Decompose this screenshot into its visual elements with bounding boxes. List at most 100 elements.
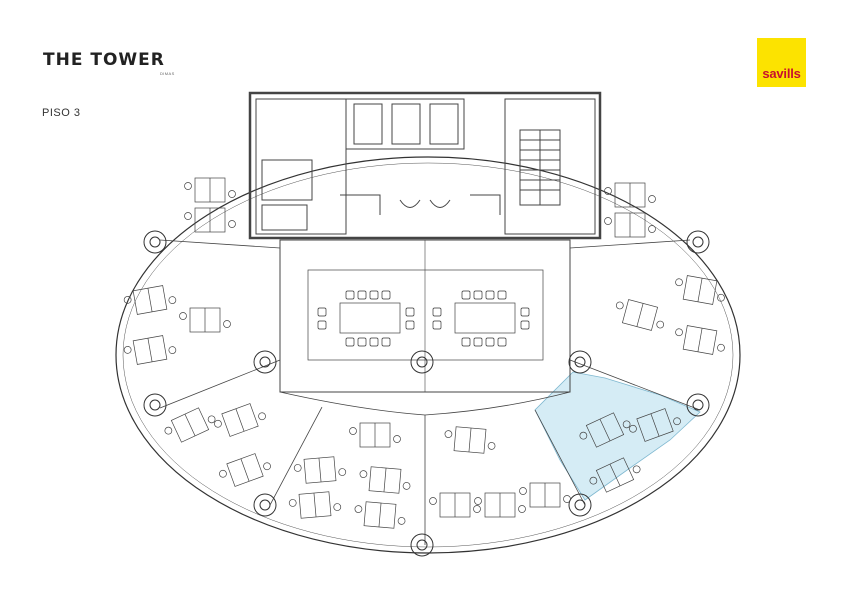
building-inner-outline — [122, 162, 734, 548]
chair-icon — [589, 476, 598, 485]
desk-cluster — [579, 412, 631, 448]
chair-icon — [369, 337, 379, 347]
the-tower-logo: THE TOWER — [43, 50, 165, 70]
chair-icon — [473, 505, 481, 513]
desk-divider — [697, 328, 703, 352]
chair-icon — [648, 195, 656, 203]
column-core — [692, 399, 704, 411]
chair-icon — [497, 337, 507, 347]
chair-icon — [349, 427, 357, 435]
desk-divider — [650, 413, 660, 437]
column — [568, 350, 592, 374]
chair-icon — [381, 337, 391, 347]
desk-cluster — [675, 325, 725, 355]
columns — [143, 230, 710, 557]
desk-divider — [609, 463, 621, 487]
desk-cluster — [474, 492, 526, 518]
chair-icon — [429, 497, 437, 505]
logo-subtext: DIMAS — [160, 71, 175, 76]
desk-cluster — [214, 403, 266, 437]
chair-icon — [604, 217, 612, 225]
chair-icon — [518, 505, 526, 513]
column — [143, 393, 167, 417]
desk-divider — [468, 428, 472, 452]
chair-icon — [293, 464, 302, 472]
column — [143, 230, 167, 254]
chair-icon — [487, 442, 496, 450]
chair-icon — [345, 290, 355, 300]
column-core — [574, 356, 586, 368]
chair-icon — [632, 465, 641, 474]
chair-icon — [520, 320, 530, 330]
column-core — [692, 236, 704, 248]
chair-icon — [179, 312, 187, 320]
desk-cluster — [123, 335, 177, 365]
chair-icon — [168, 346, 177, 354]
desk-cluster — [184, 177, 236, 203]
desk-divider — [235, 408, 245, 432]
chair-icon — [288, 499, 297, 507]
desk — [170, 407, 210, 443]
chair-icon — [123, 346, 132, 354]
chair-icon — [648, 225, 656, 233]
column-core — [149, 236, 161, 248]
column — [253, 350, 277, 374]
chair-icon — [123, 296, 132, 304]
chair-icon — [673, 417, 681, 426]
desk-divider — [147, 338, 153, 362]
chair-icon — [333, 503, 342, 511]
desk — [453, 426, 487, 454]
desk-divider — [184, 413, 196, 437]
chair-icon — [432, 307, 442, 317]
column — [410, 350, 434, 374]
chair-icon — [604, 187, 612, 195]
chair-icon — [214, 419, 222, 428]
meeting-room-inner — [307, 269, 544, 361]
desk-cluster — [354, 501, 406, 529]
chair-icon — [345, 337, 355, 347]
desk-cluster — [589, 457, 641, 493]
chair-icon — [369, 290, 379, 300]
desk-cluster — [288, 491, 342, 519]
desk-divider — [378, 503, 382, 527]
chair-icon — [258, 412, 266, 421]
chair-icon — [615, 301, 624, 310]
chair-icon — [563, 495, 571, 503]
highlighted-office-zone — [534, 371, 701, 501]
chair-icon — [717, 343, 725, 352]
floor-label: PISO 3 — [42, 107, 81, 119]
desk-cluster — [629, 408, 681, 442]
column — [686, 230, 710, 254]
desk-cluster — [604, 182, 656, 208]
chair-icon — [184, 182, 192, 190]
desk-divider — [147, 288, 153, 312]
chair-icon — [207, 415, 216, 424]
chair-icon — [519, 487, 527, 495]
chair-icon — [397, 517, 406, 525]
chair-icon — [223, 320, 231, 328]
chair-icon — [263, 462, 271, 471]
column — [410, 533, 434, 557]
desk — [585, 412, 625, 448]
desk-cluster — [179, 307, 231, 333]
desk-cluster — [444, 426, 496, 454]
chair-icon — [656, 320, 665, 329]
column-core — [149, 399, 161, 411]
column-core — [416, 539, 428, 551]
column-core — [259, 356, 271, 368]
chair-icon — [675, 328, 683, 337]
chair-icon — [357, 337, 367, 347]
desk-cluster — [219, 453, 271, 487]
service-core — [248, 91, 602, 240]
column-core — [574, 499, 586, 511]
desk-divider — [636, 303, 644, 327]
desk — [595, 457, 635, 493]
desk-divider — [240, 458, 250, 482]
desk-divider — [599, 418, 611, 442]
chair-icon — [168, 296, 177, 304]
chair-icon — [473, 337, 483, 347]
chair-icon — [164, 426, 173, 435]
desk-cluster — [123, 285, 177, 315]
savills-logo: savills — [757, 38, 806, 87]
desk-cluster — [349, 422, 401, 448]
